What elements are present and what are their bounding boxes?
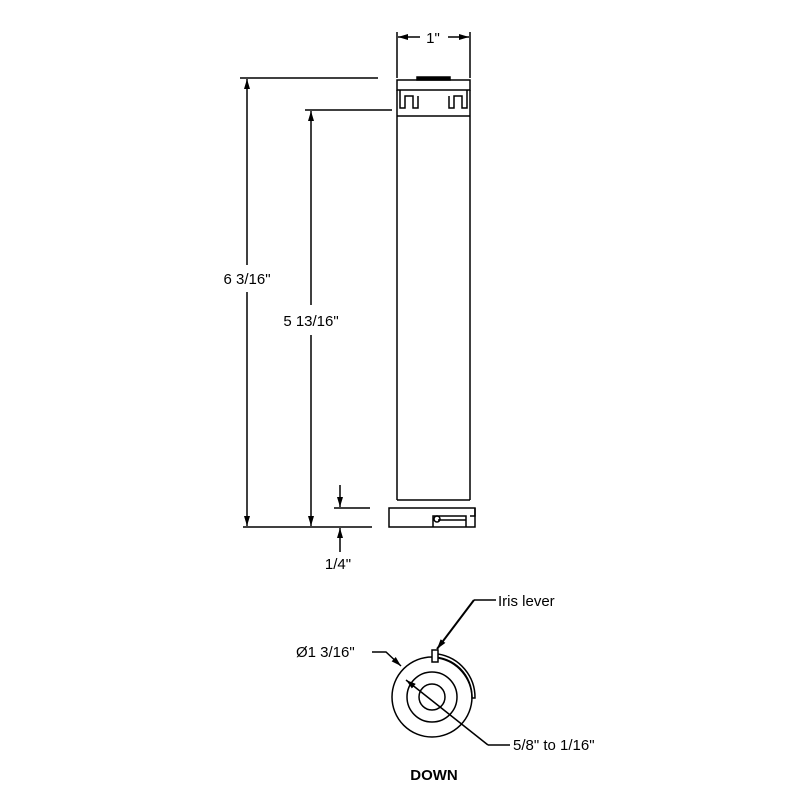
base-height-dimension bbox=[334, 485, 370, 552]
base-lever bbox=[432, 508, 476, 527]
cap-nub-left bbox=[399, 90, 419, 109]
iris-lever-label: Iris lever bbox=[498, 593, 555, 610]
lever-track bbox=[437, 653, 476, 699]
body-height-label: 5 13/16" bbox=[283, 313, 338, 330]
cap-nub-right bbox=[448, 90, 468, 109]
width-label: 1" bbox=[426, 30, 440, 47]
overall-height-label: 6 3/16" bbox=[223, 271, 270, 288]
base-height-label: 1/4" bbox=[325, 556, 351, 573]
aperture-range-label: 5/8" to 1/16" bbox=[513, 737, 595, 754]
down-view bbox=[372, 599, 510, 746]
middle-ring bbox=[406, 671, 458, 723]
aperture bbox=[418, 683, 446, 711]
iris-lever bbox=[431, 649, 439, 663]
overall-height-dimension bbox=[240, 77, 378, 528]
side-view bbox=[388, 76, 476, 528]
base bbox=[388, 507, 476, 528]
diameter-label: Ø1 3/16" bbox=[296, 644, 355, 661]
cap-plate bbox=[416, 76, 451, 81]
view-label: DOWN bbox=[410, 767, 458, 784]
body-height-dimension bbox=[305, 109, 392, 526]
width-dimension bbox=[396, 32, 471, 78]
top-cap bbox=[396, 79, 471, 91]
